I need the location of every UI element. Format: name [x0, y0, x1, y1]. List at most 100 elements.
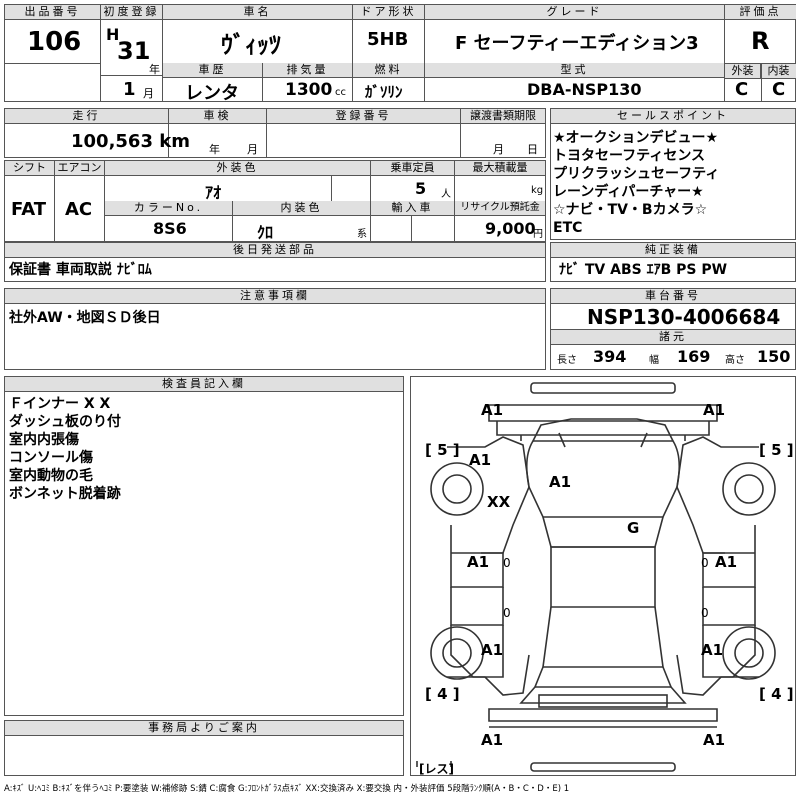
mark-front-fender-left: A1	[469, 451, 491, 469]
shift-label: シフト	[5, 161, 54, 176]
inspector-block: 検査員記入欄 Ｆインナー X X ダッシュ板のり付室内内張傷コンソール傷室内動物の…	[4, 376, 404, 716]
zero-mark-left-front: 0	[503, 556, 511, 570]
inspector-note-item: ダッシュ板のり付	[9, 414, 121, 430]
displacement: 1300	[285, 80, 333, 100]
model: DBA-NSP130	[527, 80, 642, 99]
fuel-label: 燃料	[353, 63, 424, 78]
mileage: 100,563 km	[71, 131, 190, 152]
zero-mark-left-rear: 0	[503, 606, 511, 620]
office-label: 事務局よりご案内	[5, 721, 403, 736]
car-name-label: 車名	[163, 5, 352, 20]
mark-front-bumper-left: A1	[481, 401, 503, 419]
capacity: 5	[415, 179, 427, 198]
sales-point-item: ★オークションデビュー★	[553, 130, 719, 146]
sales-points-list: ★オークションデビュー★ トヨタセーフティセンスプリクラッシュセーフティレーンディ…	[553, 129, 719, 237]
inspection-label: 車検	[169, 109, 266, 124]
interior-score: C	[772, 79, 786, 100]
tire-front-left: [ 5 ]	[425, 441, 460, 459]
displacement-unit: cc	[335, 87, 346, 98]
mileage-block: 走行 100,563 km 車検 年 月 登録番号 譲渡書類期限 月 日	[4, 108, 546, 158]
max-load-label: 最大積載量	[455, 161, 545, 176]
notes-label: 注意事項欄	[5, 289, 545, 304]
year-unit: 年	[149, 63, 160, 76]
sales-point-item: プリクラッシュセーフティ	[553, 166, 720, 182]
equipment: ﾅﾋﾞ TV ABS ｴｱB PS PW	[559, 262, 728, 278]
sales-points-block: セールスポイント ★オークションデビュー★ トヨタセーフティセンスプリクラッシュセ…	[550, 108, 796, 240]
tire-rear-right: [ 4 ]	[759, 685, 794, 703]
reg-year: 31	[117, 37, 151, 65]
era: H	[106, 25, 120, 44]
equipment-block: 純正装備 ﾅﾋﾞ TV ABS ｴｱB PS PW	[550, 242, 796, 282]
score: R	[751, 27, 770, 55]
exterior-label: 外装	[725, 64, 761, 79]
inspector-note-item: 室内内張傷	[9, 432, 79, 448]
first-reg-label: 初度登録	[101, 5, 162, 20]
specs-block: シフト FAT エアコン AC 外装色 ｱｵ 乗車定員 5 人 最大積載量 kg…	[4, 160, 546, 242]
height-label: 高さ	[725, 355, 745, 366]
max-load-unit: kg	[531, 185, 544, 196]
score-label: 評価点	[725, 5, 796, 20]
inspector-note-item: コンソール傷	[9, 450, 93, 466]
chassis-block: 車台番号 NSP130-4006684 諸元 長さ 394 幅 169 高さ 1…	[550, 288, 796, 370]
later-parts-label: 後日発送部品	[5, 243, 545, 258]
int-color-label: 内装色	[233, 201, 370, 216]
shift: FAT	[11, 199, 47, 220]
recycle-label: リサイクル預託金	[455, 201, 545, 216]
header-block: 出品番号 106 初度登録 H 31 年 1 月 車名 ｳﾞｨｯﾂ ドア形状 5…	[4, 4, 796, 104]
grade: F セーフティーエディション3	[455, 33, 699, 54]
reg-month: 1	[123, 79, 136, 100]
sales-point-item: ETC	[553, 220, 583, 236]
ac: AC	[65, 199, 93, 220]
int-color: ｸﾛ	[257, 223, 274, 242]
recycle-fee: 9,000	[485, 219, 536, 238]
spare-tire: [レス]	[419, 762, 454, 775]
sales-point-item: レーンディパーチャー★	[553, 184, 704, 200]
transfer-month: 月	[493, 143, 504, 156]
sales-point-item: トヨタセーフティセンス	[553, 148, 706, 164]
inspector-note-item: Ｆインナー X X	[9, 396, 111, 412]
equipment-label: 純正装備	[551, 243, 795, 258]
sales-label: セールスポイント	[551, 109, 795, 124]
history-label: 車歴	[163, 63, 262, 78]
mark-front-door-left: A1	[467, 553, 489, 571]
sales-point-item: ☆ナビ・TV・Bカメラ☆	[553, 202, 708, 218]
grade-label: グレード	[425, 5, 724, 20]
insp-year-unit: 年	[209, 143, 220, 156]
car-name: ｳﾞｨｯﾂ	[221, 31, 281, 59]
inspector-label: 検査員記入欄	[5, 377, 403, 392]
office-block: 事務局よりご案内	[4, 720, 404, 776]
door-label: ドア形状	[353, 5, 424, 20]
history: レンタ	[185, 83, 239, 104]
ext-color: ｱｵ	[205, 183, 222, 202]
chassis-label: 車台番号	[551, 289, 795, 304]
capacity-unit: 人	[441, 189, 451, 200]
tire-front-right: [ 5 ]	[759, 441, 794, 459]
legend: A:ｷｽﾞ U:ﾍｺﾐ B:ｷｽﾞを伴うﾍｺﾐ P:要塗装 W:補修跡 S:錆 …	[4, 784, 570, 794]
capacity-label: 乗車定員	[371, 161, 454, 176]
displacement-label: 排気量	[263, 63, 352, 78]
exterior-score: C	[735, 79, 749, 100]
color-no-label: カラーNo.	[105, 201, 232, 216]
mark-rear-fender-right: A1	[701, 641, 723, 659]
interior-label: 内装	[761, 64, 796, 79]
door-type: 5HB	[367, 29, 409, 50]
mark-rear-fender-left: A1	[481, 641, 503, 659]
tire-rear-left: [ 4 ]	[425, 685, 460, 703]
transfer-day: 日	[527, 143, 538, 156]
reg-no-label: 登録番号	[267, 109, 460, 124]
inspector-note-item: 室内動物の毛	[9, 468, 93, 484]
lot-label: 出品番号	[5, 5, 100, 20]
notes-block: 注意事項欄 社外AW・地図ＳＤ後日	[4, 288, 546, 370]
ac-label: エアコン	[55, 161, 104, 176]
car-outline-svg: A1 A1 A1 XX A1 G A1 A1 A1 A1 A1 A1 [ 5 ]…	[416, 382, 794, 776]
notes: 社外AW・地図ＳＤ後日	[9, 310, 161, 326]
month-unit: 月	[143, 87, 154, 100]
transfer-label: 譲渡書類期限	[461, 109, 545, 124]
int-color-unit: 系	[357, 229, 367, 240]
width-label: 幅	[649, 355, 659, 366]
later-parts: 保証書 車両取説 ﾅﾋﾞﾛﾑ	[9, 262, 152, 278]
chassis-number: NSP130-4006684	[587, 305, 781, 329]
mark-rear-bumper-left: A1	[481, 731, 503, 749]
zero-mark-right-front: 0	[701, 556, 709, 570]
mileage-label: 走行	[5, 109, 168, 124]
